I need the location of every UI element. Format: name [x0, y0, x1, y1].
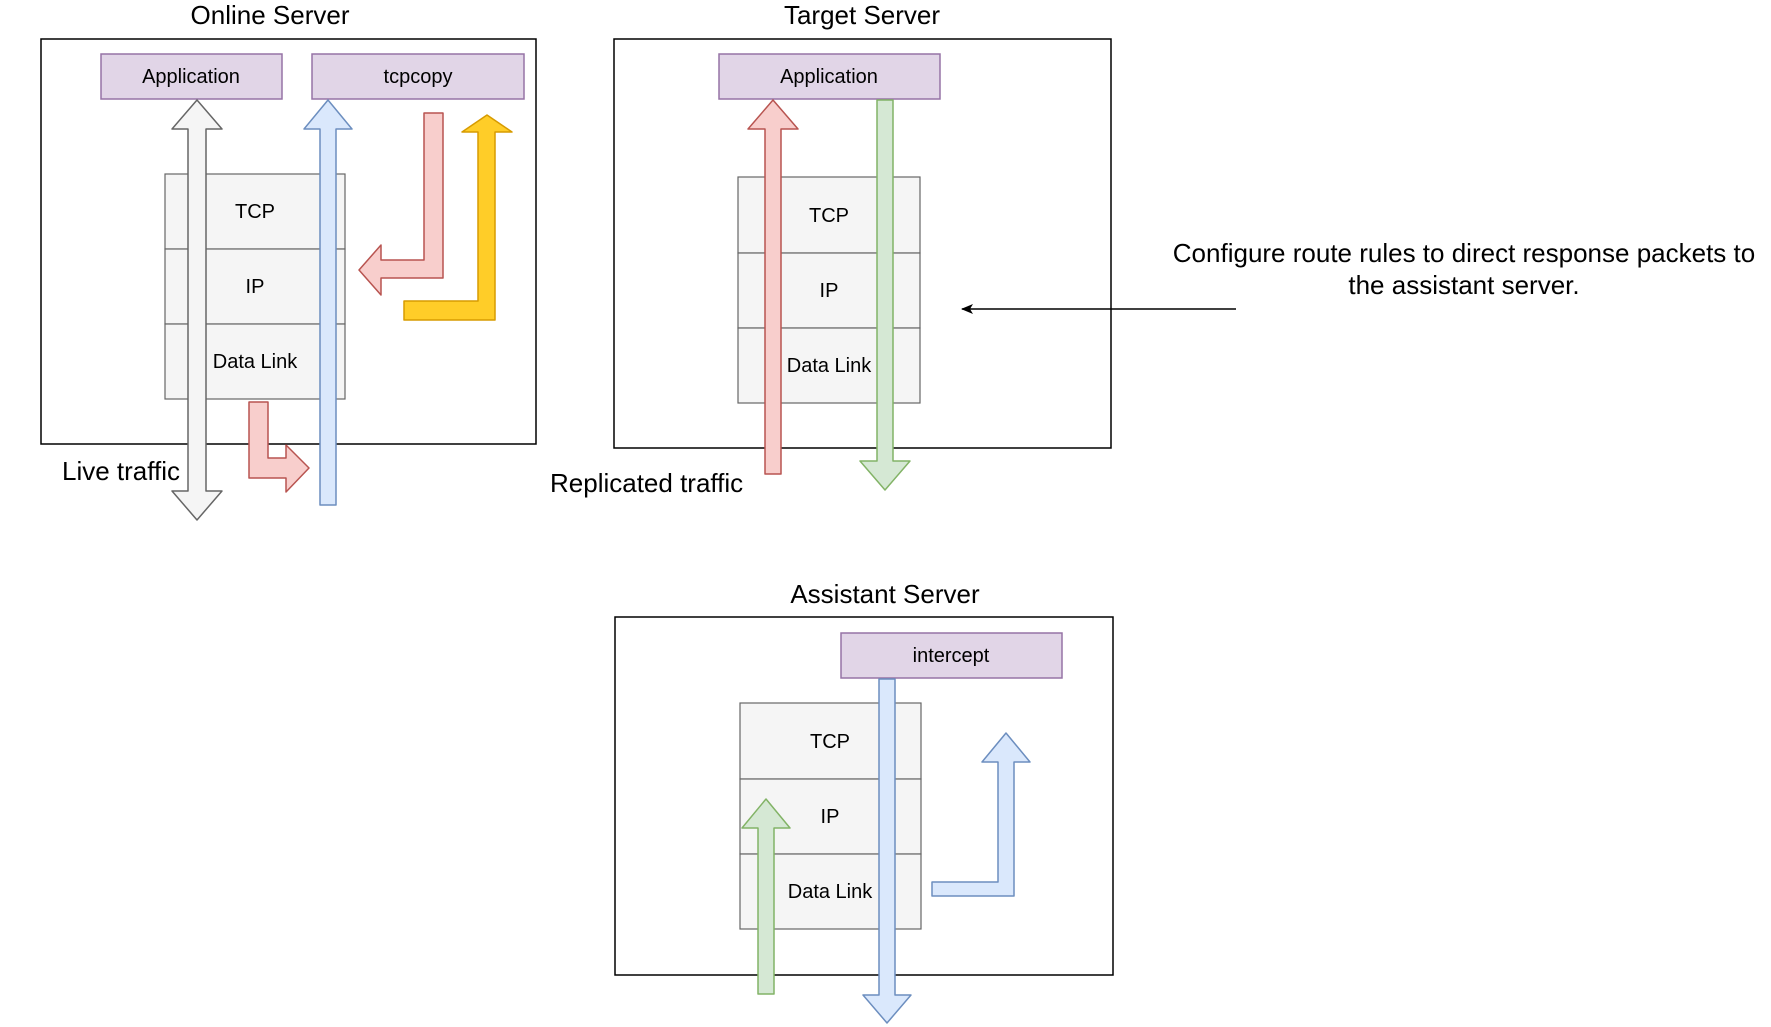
online-layer-datalink-label: Data Link [213, 351, 298, 373]
route-annotation-line2: the assistant server. [1348, 270, 1579, 300]
replicated-out-arrow [248, 401, 310, 493]
target-server: Target Server TCP IP Data Link Applicati… [550, 0, 1112, 498]
online-server-title: Online Server [191, 0, 350, 30]
response-down-arrow [859, 99, 911, 491]
online-server: Online Server TCP IP Data Link Applicati… [40, 0, 537, 521]
assistant-layer-tcp-label: TCP [810, 731, 850, 753]
assistant-server-box [614, 616, 1114, 976]
target-layer-ip-label: IP [820, 280, 839, 302]
online-layer-ip-label: IP [246, 276, 265, 298]
intercept-label: intercept [913, 645, 990, 667]
target-layer-tcp-label: TCP [809, 205, 849, 227]
online-tcpcopy-box [311, 53, 525, 100]
intercept-down-arrow [862, 678, 912, 1024]
route-annotation-line1: Configure route rules to direct response… [1173, 238, 1755, 268]
replicated-traffic-label: Replicated traffic [550, 468, 743, 498]
online-application-box [100, 53, 283, 100]
online-tcpcopy-label: tcpcopy [384, 66, 453, 88]
tcpcopy-feedback-arrow [403, 114, 513, 321]
assistant-server: Assistant Server TCP IP Data Link interc… [614, 579, 1114, 1024]
target-server-box [613, 38, 1112, 449]
target-application-label: Application [780, 66, 878, 88]
intercept-box [840, 632, 1063, 679]
target-server-title: Target Server [784, 0, 940, 30]
live-traffic-double-arrow [171, 99, 223, 521]
replicated-traffic-up-arrow [747, 99, 799, 475]
assistant-return-arrow [931, 732, 1031, 897]
tcpcopy-to-ip-arrow [358, 112, 444, 296]
assistant-response-up-arrow [741, 798, 791, 995]
assistant-layer-ip-label: IP [821, 806, 840, 828]
target-layer-datalink-label: Data Link [787, 355, 872, 377]
online-application-label: Application [142, 66, 240, 88]
live-traffic-label: Live traffic [62, 456, 180, 486]
assistant-layer-datalink-label: Data Link [788, 881, 873, 903]
online-server-box [40, 38, 537, 445]
online-capture-up-arrow [303, 99, 353, 506]
route-annotation: Configure route rules to direct response… [961, 238, 1755, 314]
target-application-box [718, 53, 941, 100]
assistant-server-title: Assistant Server [790, 579, 980, 609]
online-layer-tcp-label: TCP [235, 201, 275, 223]
